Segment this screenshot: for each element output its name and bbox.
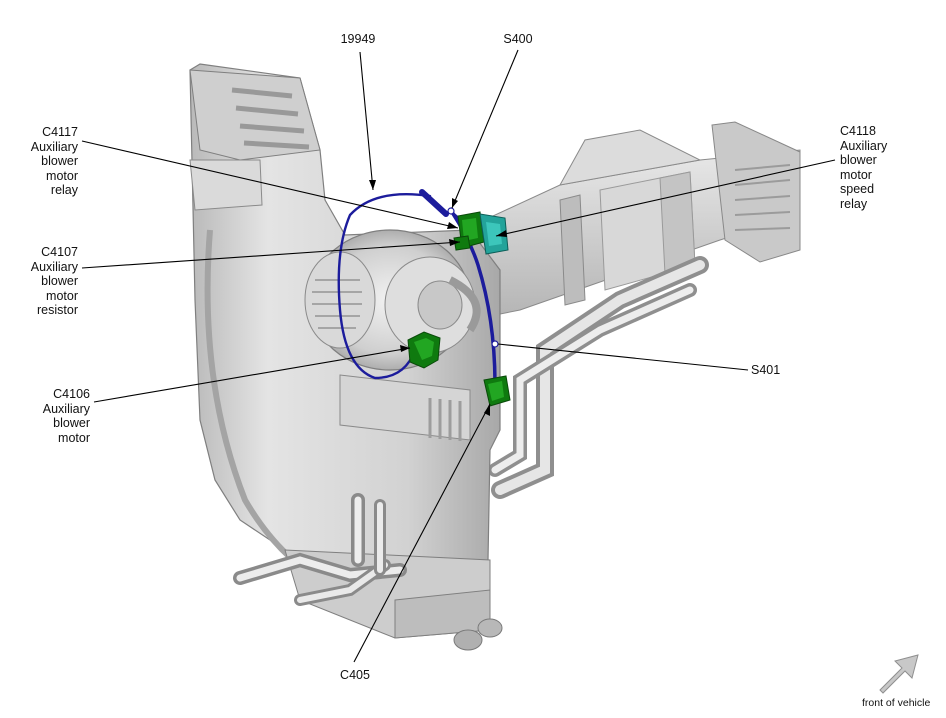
label-c4118-auxiliary-blower-motor-speed-relay: C4118 Auxiliary blower motor speed relay [840, 124, 887, 211]
label-c405: C405 [340, 668, 370, 682]
label-line: C4106 [53, 387, 90, 401]
connector-c4118 [479, 213, 509, 255]
label-c4107-auxiliary-blower-motor-resistor: C4107 Auxiliary blower motor resistor [14, 245, 78, 318]
label-line: blower [41, 274, 78, 288]
label-line: Auxiliary [30, 139, 78, 154]
label-line: resistor [37, 303, 78, 317]
leader-s400 [451, 49, 519, 209]
label-s401: S401 [751, 363, 781, 377]
label-line: Auxiliary [840, 138, 888, 153]
label-line: motor [840, 167, 872, 182]
front-of-vehicle-caption: front of vehicle [862, 697, 931, 709]
label-19949: 19949 [340, 32, 376, 46]
connector-c4107 [453, 235, 471, 251]
label-line: relay [50, 183, 78, 197]
label-line: relay [840, 196, 868, 211]
label-line: Auxiliary [42, 401, 90, 416]
label-line: speed [840, 182, 875, 196]
right-duct-assembly [451, 121, 801, 321]
label-line: C4117 [42, 125, 78, 139]
front-arrow-icon [879, 654, 919, 694]
label-line: blower [41, 154, 78, 168]
label-c4106-auxiliary-blower-motor: C4106 Auxiliary blower motor [14, 387, 90, 445]
leader-c4117 [81, 140, 459, 229]
label-line: Auxiliary [30, 259, 78, 274]
label-line: motor [58, 430, 90, 445]
connector-c4106 [407, 331, 441, 369]
leader-c4106 [93, 347, 411, 403]
label-line: C4118 [840, 124, 876, 138]
leader-arrowheads [369, 180, 507, 416]
leader-c4118 [495, 159, 836, 237]
label-c4117-auxiliary-blower-motor-relay: C4117 Auxiliary blower motor relay [14, 125, 78, 198]
leader-c405 [353, 403, 491, 663]
leader-19949 [359, 51, 374, 191]
connector-c405 [483, 375, 511, 407]
label-line: blower [53, 416, 90, 430]
label-line: C4107 [41, 245, 78, 259]
leader-lines [81, 49, 836, 663]
refrigerant-pipes [488, 256, 709, 499]
label-line: blower [840, 153, 877, 167]
label-line: motor [46, 288, 78, 303]
leader-s401 [497, 343, 749, 371]
label-s400: S400 [503, 32, 533, 46]
leader-c4107 [81, 241, 461, 269]
label-line: motor [46, 168, 78, 183]
